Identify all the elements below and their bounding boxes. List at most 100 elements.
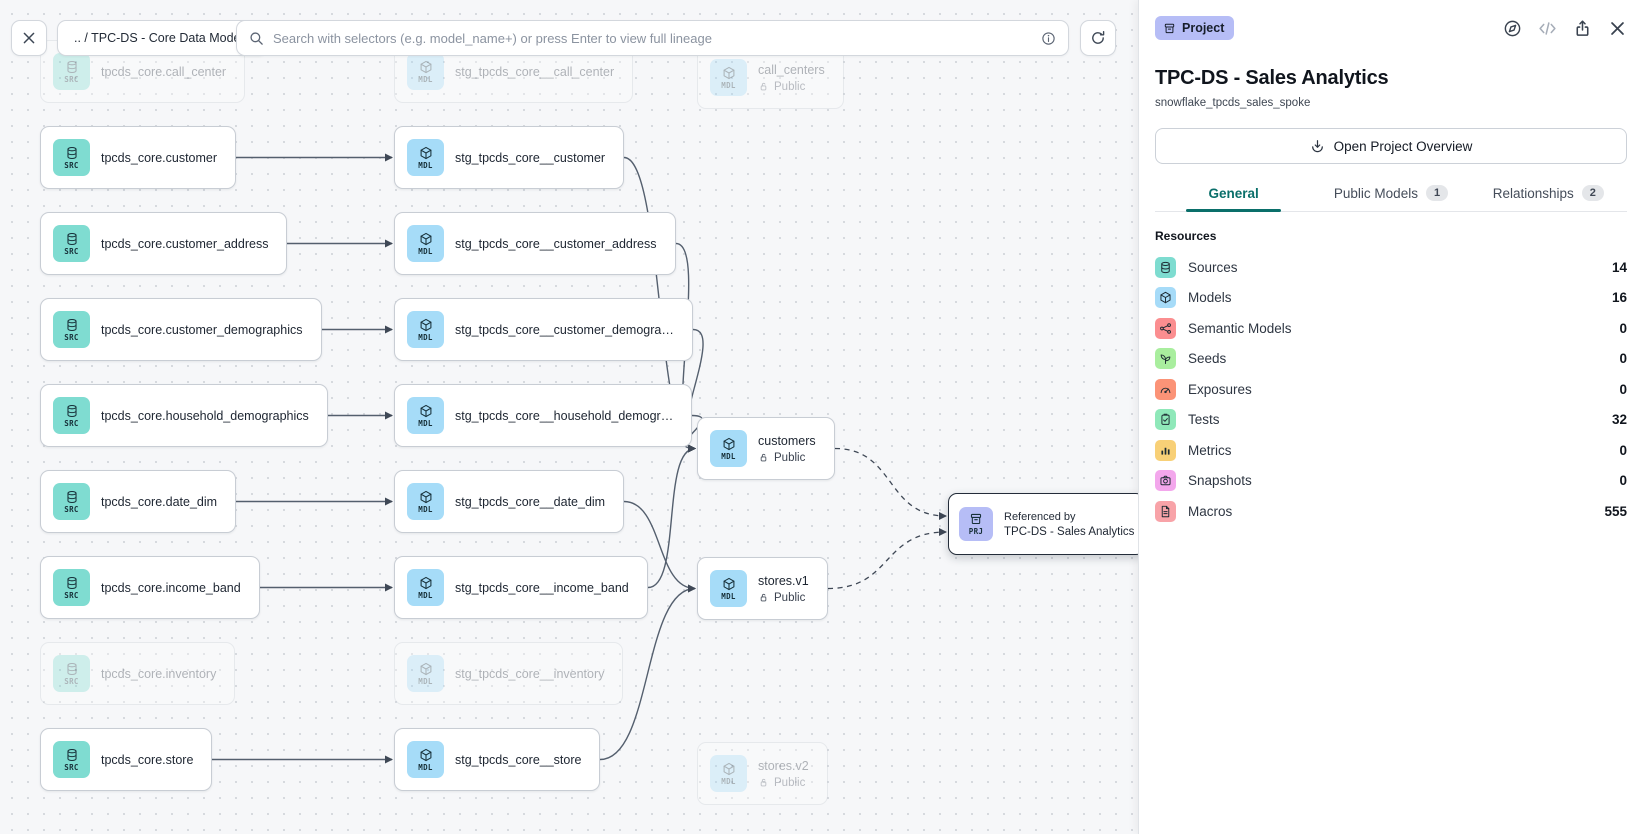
node-label: tpcds_core.date_dim xyxy=(101,494,218,509)
breadcrumb-label: .. / TPC-DS - Core Data Models xyxy=(74,31,250,45)
node-text: tpcds_core.customer_address xyxy=(101,237,268,251)
archive-box-icon xyxy=(1163,22,1176,35)
bar-chart-icon xyxy=(1155,439,1176,461)
resource-count: 16 xyxy=(1611,290,1627,306)
project-schema-name: snowflake_tpcds_sales_spoke xyxy=(1155,97,1311,109)
open-overview-icon xyxy=(1310,139,1325,154)
clipboard-check-icon xyxy=(1155,409,1176,431)
lineage-close-button[interactable] xyxy=(11,20,47,56)
node-label: tpcds_core.call_center xyxy=(101,64,227,79)
database-icon: SRC xyxy=(53,311,90,348)
cube-icon xyxy=(1155,287,1176,309)
file-text-icon xyxy=(1155,500,1176,522)
node-label: stg_tpcds_core__date_dim xyxy=(455,494,606,509)
resources-section-title: Resources xyxy=(1155,229,1217,243)
database-icon xyxy=(1155,256,1176,278)
database-icon: SRC xyxy=(53,483,90,520)
panel-close-button[interactable] xyxy=(1608,19,1627,38)
node-label: customers xyxy=(758,433,816,448)
lineage-node-src_income_band[interactable]: SRC tpcds_core.income_band xyxy=(40,556,260,619)
lineage-node-mdl_date_dim[interactable]: MDL stg_tpcds_core__date_dim xyxy=(394,470,625,533)
node-access-label: Public xyxy=(758,777,809,789)
lineage-node-src_customer_demographics[interactable]: SRC tpcds_core.customer_demographics xyxy=(40,298,322,361)
node-label: stg_tpcds_core__customer_demogra… xyxy=(455,322,674,337)
node-text: stg_tpcds_core__inventory xyxy=(455,667,604,681)
tab-count-badge: 1 xyxy=(1425,185,1449,201)
node-label: stg_tpcds_core__call_center xyxy=(455,64,615,79)
tab-label: Public Models xyxy=(1333,185,1418,201)
lineage-node-src_customer_address[interactable]: SRC tpcds_core.customer_address xyxy=(40,212,288,275)
node-text: stg_tpcds_core__store xyxy=(455,753,581,767)
lineage-node-mdl_customer_demographics[interactable]: MDL stg_tpcds_core__customer_demogra… xyxy=(394,298,693,361)
resource-label: Sources xyxy=(1188,259,1238,275)
semantic-graph-icon xyxy=(1155,317,1176,339)
tab-public-models[interactable]: Public Models 1 xyxy=(1312,185,1469,211)
node-access-label: Public xyxy=(758,81,825,93)
project-type-badge-label: Project xyxy=(1182,21,1225,35)
database-icon: SRC xyxy=(53,225,90,262)
node-text: tpcds_core.income_band xyxy=(101,581,241,595)
lineage-node-src_date_dim[interactable]: SRC tpcds_core.date_dim xyxy=(40,470,237,533)
close-icon xyxy=(21,30,37,46)
resource-count: 0 xyxy=(1619,351,1627,367)
node-text: stg_tpcds_core__call_center xyxy=(455,65,614,79)
cube-icon: MDL xyxy=(710,570,747,607)
view-code-button[interactable] xyxy=(1538,19,1557,38)
camera-icon xyxy=(1155,470,1176,492)
database-icon: SRC xyxy=(53,569,90,606)
node-text: tpcds_core.call_center xyxy=(101,65,226,79)
node-text: stg_tpcds_core__customer_demogra… xyxy=(455,323,674,337)
cube-icon: MDL xyxy=(407,53,444,90)
resource-label: Metrics xyxy=(1188,442,1232,458)
search-input[interactable] xyxy=(273,30,1032,46)
info-icon[interactable] xyxy=(1041,31,1056,46)
refresh-button[interactable] xyxy=(1080,20,1116,56)
node-access-label: Public xyxy=(758,452,816,464)
compass-icon xyxy=(1503,19,1522,38)
breadcrumb[interactable]: .. / TPC-DS - Core Data Models xyxy=(57,20,267,56)
node-label: call_centers xyxy=(758,62,825,77)
cube-icon: MDL xyxy=(710,430,747,467)
cube-icon: MDL xyxy=(710,59,747,96)
project-type-badge: Project xyxy=(1155,16,1235,40)
node-label: tpcds_core.customer_demographics xyxy=(101,322,303,337)
lineage-search-bar xyxy=(236,20,1069,56)
open-project-overview-button[interactable]: Open Project Overview xyxy=(1155,128,1627,164)
node-label: tpcds_core.customer xyxy=(101,150,218,165)
tab-general[interactable]: General xyxy=(1155,185,1312,212)
cube-icon: MDL xyxy=(407,483,444,520)
explore-lineage-button[interactable] xyxy=(1503,19,1522,38)
resource-count: 0 xyxy=(1619,381,1627,397)
cube-icon: MDL xyxy=(407,311,444,348)
share-button[interactable] xyxy=(1573,19,1592,38)
